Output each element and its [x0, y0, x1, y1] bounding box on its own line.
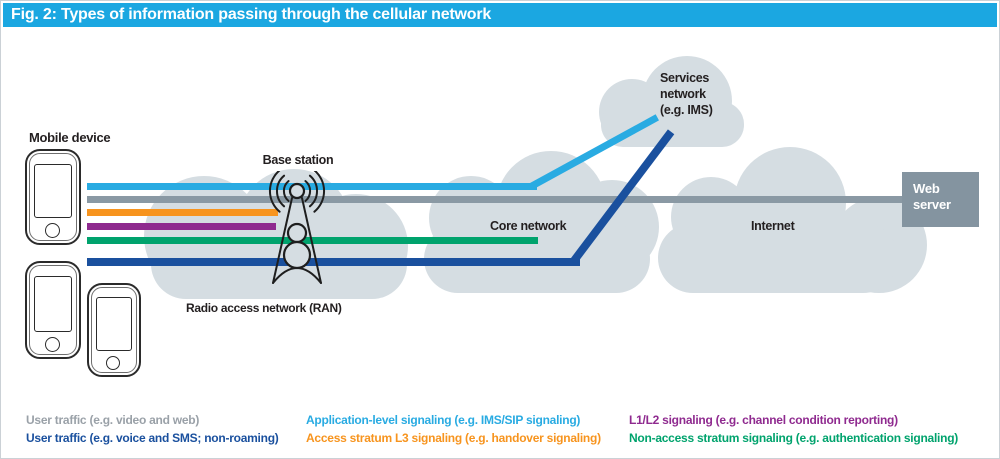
phone-home-button	[45, 337, 60, 352]
line-application-signaling	[87, 183, 537, 190]
phone-inner-outline	[91, 287, 137, 373]
web-server-label-line2: server	[913, 197, 951, 212]
base-station-tower-icon	[269, 171, 325, 284]
mobile-phone-icon	[25, 261, 81, 359]
mobile-phone-icon	[87, 283, 141, 377]
legend-item-user-traffic-voice: User traffic (e.g. voice and SMS; non-ro…	[26, 431, 279, 445]
phone-screen	[34, 276, 72, 332]
line-user-traffic-voice	[87, 258, 580, 266]
services-label-line2: network	[660, 87, 706, 101]
phone-home-button	[106, 356, 120, 370]
phone-home-button	[45, 223, 60, 238]
line-access-stratum-signaling	[87, 209, 278, 216]
legend-item-application-signaling: Application-level signaling (e.g. IMS/SI…	[306, 413, 581, 427]
legend-column-3: L1/L2 signaling (e.g. channel condition …	[629, 411, 958, 447]
mobile-phone-icon	[25, 149, 81, 245]
phone-inner-outline	[29, 153, 77, 241]
legend-column-2: Application-level signaling (e.g. IMS/SI…	[306, 411, 601, 447]
legend-item-access-stratum: Access stratum L3 signaling (e.g. handov…	[306, 431, 601, 445]
services-label-line1: Services	[660, 71, 710, 85]
label-services-network: Services network (e.g. IMS)	[660, 70, 713, 118]
label-base-station: Base station	[262, 153, 334, 167]
figure-title: Fig. 2: Types of information passing thr…	[11, 6, 492, 23]
figure-header-bar: Fig. 2: Types of information passing thr…	[3, 3, 997, 27]
phone-screen	[34, 164, 72, 218]
phone-screen	[96, 297, 132, 351]
web-server-label-line1: Web	[913, 181, 940, 196]
phone-inner-outline	[29, 265, 77, 355]
web-server-box: Web server	[902, 172, 979, 227]
label-ran: Radio access network (RAN)	[186, 301, 342, 315]
line-user-traffic-web	[87, 196, 904, 203]
legend-item-l1l2-signaling: L1/L2 signaling (e.g. channel condition …	[629, 413, 898, 427]
legend-item-user-traffic-web: User traffic (e.g. video and web)	[26, 413, 200, 427]
label-mobile-device: Mobile device	[29, 130, 111, 145]
legend-item-non-access-stratum: Non-access stratum signaling (e.g. authe…	[629, 431, 959, 445]
legend-column-1: User traffic (e.g. video and web) User t…	[26, 411, 279, 447]
label-internet: Internet	[751, 219, 795, 233]
line-l1l2-signaling	[87, 223, 276, 230]
label-core-network: Core network	[490, 219, 567, 233]
services-label-line3: (e.g. IMS)	[660, 103, 713, 117]
